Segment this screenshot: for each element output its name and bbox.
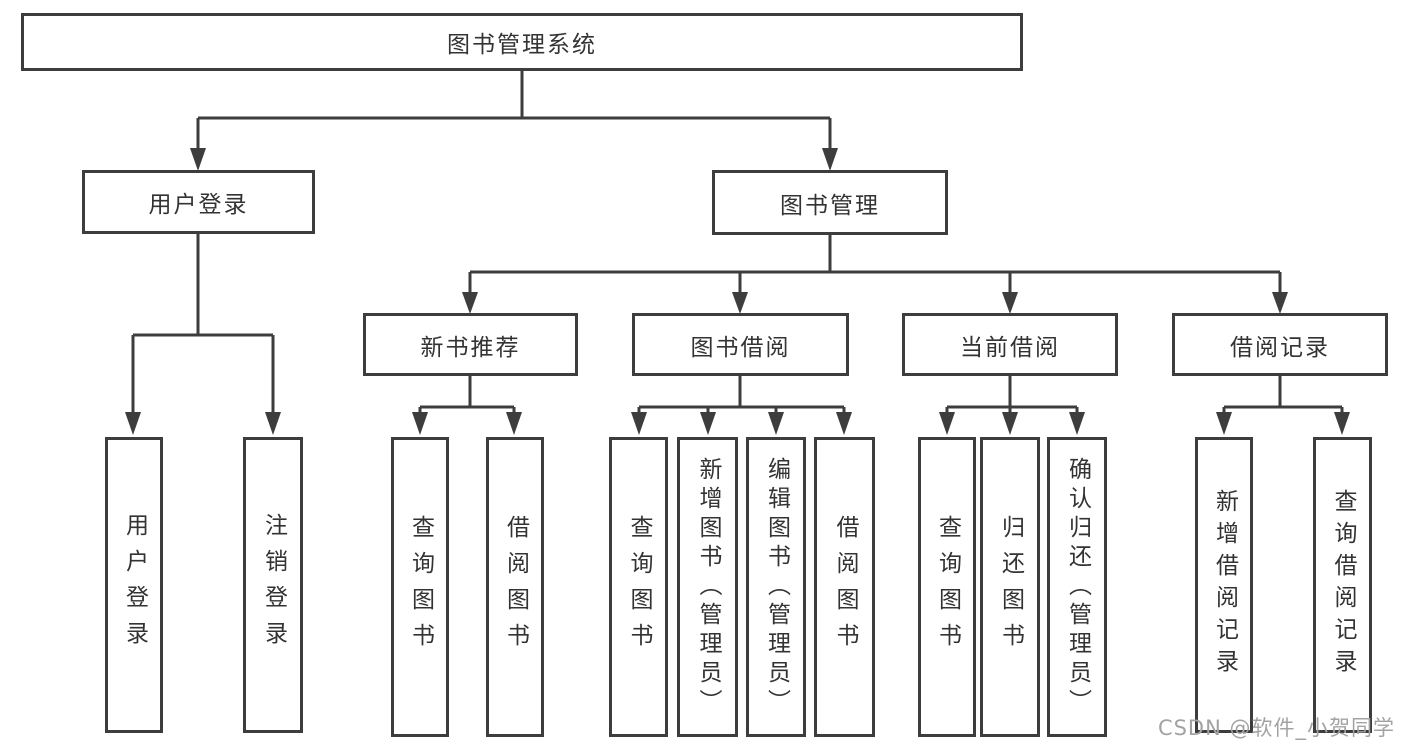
leaf-label: 新增图书（管理员） <box>695 456 721 718</box>
leaf-logout: 注销登录 <box>243 437 303 733</box>
arrow-down-icon <box>190 148 206 171</box>
node-label: 图书借阅 <box>690 334 791 361</box>
node-new-book-recommend: 新书推荐 <box>363 313 578 376</box>
arrow-down-icon <box>412 412 428 435</box>
leaf-label: 查询图书 <box>626 515 652 659</box>
arrow-down-icon <box>836 412 852 435</box>
leaf-confirm-return-admin: 确认归还（管理员） <box>1047 437 1107 737</box>
arrow-down-icon <box>732 292 748 314</box>
leaf-label: 归还图书 <box>997 515 1024 659</box>
arrow-down-icon <box>1002 292 1018 314</box>
arrow-down-icon <box>1069 412 1085 435</box>
arrow-down-icon <box>506 412 522 435</box>
arrow-down-icon <box>1272 292 1288 314</box>
leaf-query-books-borrowing: 查询图书 <box>609 437 668 737</box>
node-label: 当前借阅 <box>960 334 1060 361</box>
leaf-label: 编辑图书（管理员） <box>763 456 790 718</box>
leaf-label: 借阅图书 <box>832 515 858 659</box>
node-current-borrowing: 当前借阅 <box>902 313 1118 376</box>
node-user-login: 用户登录 <box>82 170 315 234</box>
arrow-down-icon <box>1334 412 1350 435</box>
arrow-down-icon <box>1002 412 1018 435</box>
leaf-query-books-current: 查询图书 <box>918 437 976 737</box>
arrow-down-icon <box>1216 412 1232 435</box>
arrow-down-icon <box>700 412 716 435</box>
leaf-edit-book-admin: 编辑图书（管理员） <box>746 437 806 737</box>
arrow-down-icon <box>265 412 281 435</box>
leaf-borrow-books-borrowing: 借阅图书 <box>814 437 875 737</box>
node-borrow-records: 借阅记录 <box>1172 313 1388 376</box>
node-label: 新书推荐 <box>420 334 521 361</box>
node-label: 借阅记录 <box>1230 334 1330 361</box>
leaf-borrow-books-recommend: 借阅图书 <box>486 437 544 737</box>
leaf-return-book: 归还图书 <box>980 437 1040 737</box>
arrow-down-icon <box>125 412 141 435</box>
arrow-down-icon <box>462 292 478 314</box>
node-label: 图书管理 <box>780 192 880 219</box>
leaf-add-borrow-record: 新增借阅记录 <box>1195 437 1253 733</box>
arrow-down-icon <box>822 148 838 171</box>
node-book-management: 图书管理 <box>712 170 948 235</box>
leaf-query-books-recommend: 查询图书 <box>391 437 449 737</box>
csdn-watermark: CSDN @软件_小贺同学 <box>1157 716 1395 740</box>
leaf-user-login: 用户登录 <box>105 437 163 733</box>
leaf-label: 查询借阅记录 <box>1330 489 1356 681</box>
node-label: 用户登录 <box>148 192 249 218</box>
node-library-management-system: 图书管理系统 <box>21 13 1023 71</box>
node-label: 图书管理系统 <box>447 32 597 58</box>
leaf-label: 注销登录 <box>260 513 287 657</box>
leaf-query-borrow-record: 查询借阅记录 <box>1313 437 1372 733</box>
leaf-label: 新增借阅记录 <box>1211 489 1238 681</box>
leaf-add-book-admin: 新增图书（管理员） <box>677 437 738 737</box>
arrow-down-icon <box>631 412 647 435</box>
leaf-label: 借阅图书 <box>502 515 529 659</box>
leaf-label: 查询图书 <box>934 515 961 659</box>
leaf-label: 用户登录 <box>121 513 148 657</box>
arrow-down-icon <box>939 412 955 435</box>
leaf-label: 确认归还（管理员） <box>1064 456 1091 718</box>
arrow-down-icon <box>768 412 784 435</box>
node-book-borrowing: 图书借阅 <box>632 313 849 376</box>
leaf-label: 查询图书 <box>407 515 434 659</box>
